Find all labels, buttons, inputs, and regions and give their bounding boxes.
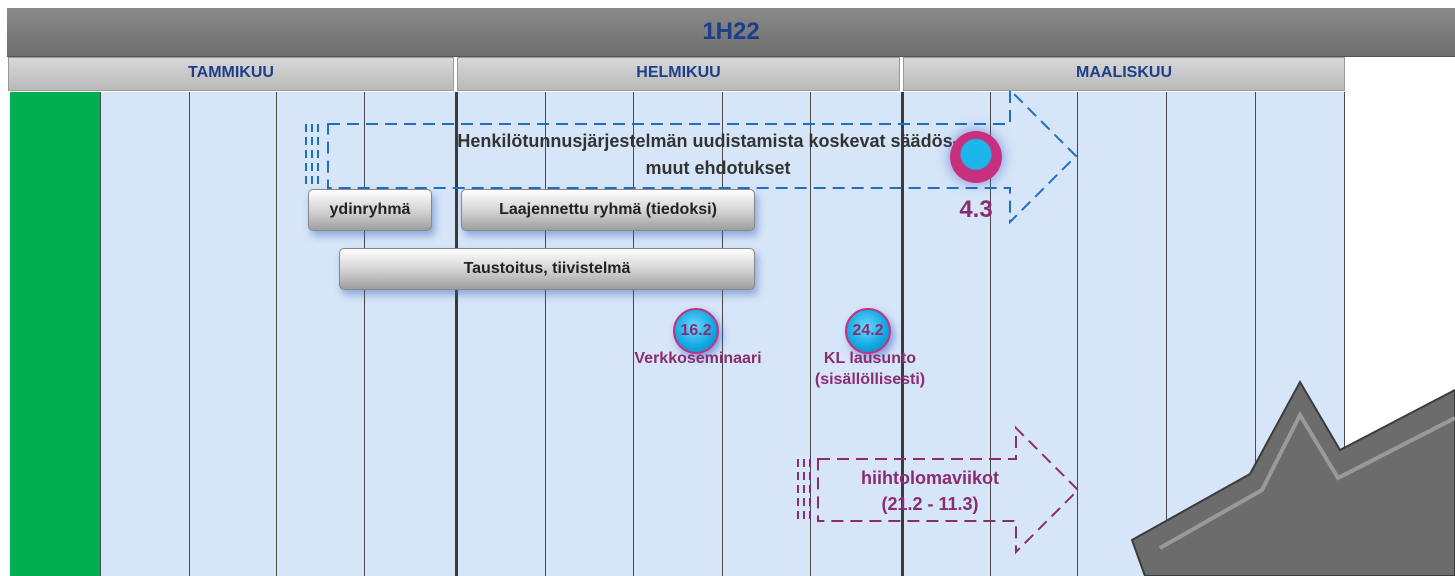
holiday-label-line1: hiihtolomaviikot bbox=[860, 468, 999, 488]
period-title: 1H22 bbox=[702, 18, 760, 45]
main-milestone-date: 4.3 bbox=[959, 196, 993, 223]
main-milestone-marker bbox=[950, 131, 1002, 183]
milestone-kl-statement-date: 24.2 bbox=[852, 322, 884, 339]
task-core-group: ydinryhmä bbox=[308, 189, 432, 231]
milestone-kl-statement-caption: KL lausunto (sisällöllisesti) bbox=[790, 348, 950, 390]
gridline bbox=[1077, 92, 1078, 576]
gridline bbox=[276, 92, 277, 576]
milestone-kl-statement-caption-line1: KL lausunto bbox=[823, 350, 917, 367]
gridline bbox=[1255, 92, 1256, 576]
task-core-group-label: ydinryhmä bbox=[329, 201, 411, 218]
gridline bbox=[901, 92, 904, 576]
status-column bbox=[10, 92, 100, 576]
milestone-kl-statement-caption-line2: (sisällöllisesti) bbox=[814, 371, 926, 388]
task-extended-group-label: Laajennettu ryhmä (tiedoksi) bbox=[499, 201, 717, 218]
month-header-january: TAMMIKUU bbox=[8, 57, 454, 91]
holiday-label: hiihtolomaviikot (21.2 - 11.3) bbox=[805, 465, 1055, 517]
task-background: Taustoitus, tiivistelmä bbox=[339, 248, 755, 290]
main-task-title-line2: muut ehdotukset bbox=[645, 158, 791, 178]
decorative-star-shape bbox=[1130, 379, 1455, 576]
gridline bbox=[990, 92, 991, 576]
main-task-title: Henkilötunnusjärjestelmän uudistamista k… bbox=[408, 128, 1028, 182]
milestone-kl-statement: 24.2 bbox=[845, 308, 891, 354]
main-arrow-stripes bbox=[305, 124, 319, 188]
milestone-webinar: 16.2 bbox=[673, 308, 719, 354]
holiday-arrow bbox=[817, 425, 1080, 555]
gridline bbox=[545, 92, 546, 576]
gridline bbox=[364, 92, 365, 576]
milestone-webinar-caption: Verkkoseminaari bbox=[613, 348, 783, 369]
gridline bbox=[722, 92, 723, 576]
month-header-march: MAALISKUU bbox=[903, 57, 1345, 91]
holiday-label-line2: (21.2 - 11.3) bbox=[881, 494, 979, 514]
gridline bbox=[1166, 92, 1167, 576]
holiday-arrow-stripes bbox=[797, 459, 811, 521]
gridline bbox=[1344, 92, 1345, 576]
main-task-arrow bbox=[327, 87, 1078, 225]
gridline bbox=[455, 92, 458, 576]
period-header: 1H22 bbox=[7, 8, 1455, 57]
gridline bbox=[100, 92, 101, 576]
main-task-title-line1: Henkilötunnusjärjestelmän uudistamista k… bbox=[457, 131, 979, 151]
task-background-label: Taustoitus, tiivistelmä bbox=[463, 260, 631, 277]
milestone-webinar-date: 16.2 bbox=[680, 322, 712, 339]
gridline bbox=[810, 92, 811, 576]
milestone-webinar-caption-line1: Verkkoseminaari bbox=[634, 350, 762, 367]
gridline bbox=[633, 92, 634, 576]
month-header-february: HELMIKUU bbox=[457, 57, 900, 91]
task-extended-group: Laajennettu ryhmä (tiedoksi) bbox=[461, 189, 755, 231]
gridline bbox=[189, 92, 190, 576]
